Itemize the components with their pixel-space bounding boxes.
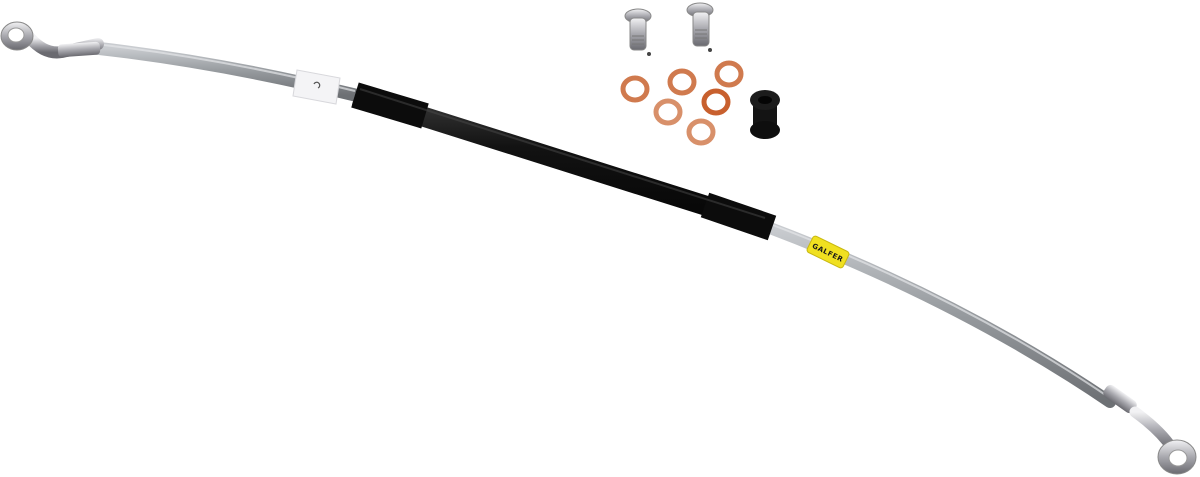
protective-sleeve <box>351 82 777 241</box>
banjo-bolt <box>686 2 714 52</box>
crush-washer <box>620 75 650 103</box>
brand-label: GALFER <box>806 235 850 269</box>
right-banjo-fitting <box>1103 384 1197 475</box>
crush-washer <box>714 60 744 88</box>
crush-washer <box>686 118 716 146</box>
crush-washer <box>701 88 731 116</box>
crush-washers <box>620 60 744 146</box>
white-tag <box>292 69 341 105</box>
crush-washer <box>653 98 683 126</box>
braided-hose <box>88 41 1116 408</box>
left-banjo-fitting <box>0 21 104 59</box>
crush-washer <box>667 68 697 96</box>
banjo-bolt <box>624 8 652 56</box>
rubber-grommet <box>750 90 780 139</box>
